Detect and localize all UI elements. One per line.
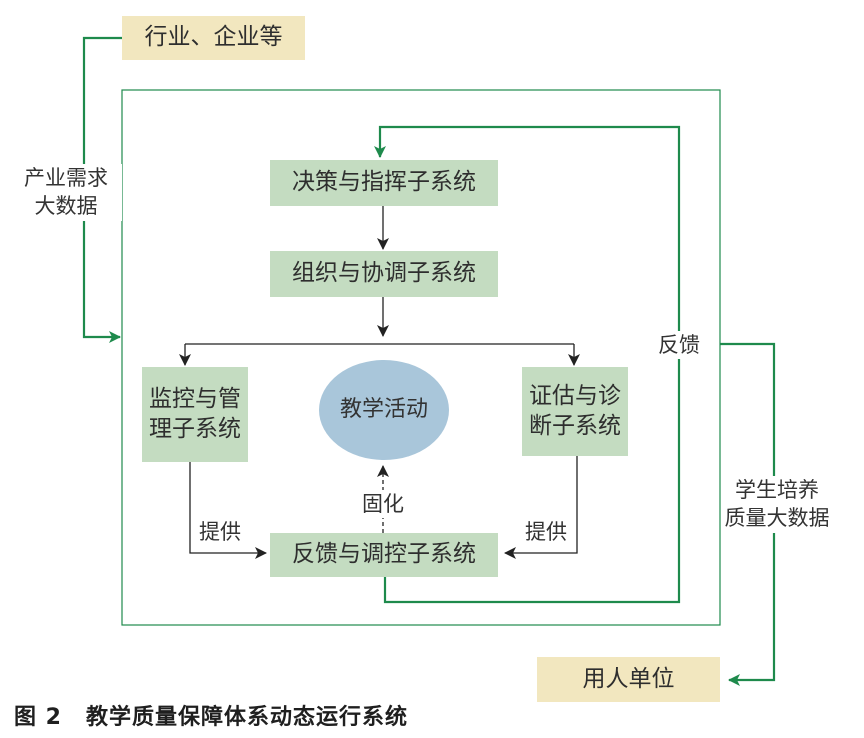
feedback-control-subsystem: 反馈与调控子系统	[270, 533, 498, 577]
teaching-activity-ellipse	[319, 360, 449, 460]
student-data-label: 学生培养 质量大数据	[722, 476, 832, 533]
monitoring-subsystem: 监控与管 理子系统	[142, 367, 248, 462]
industry-data-label-line2: 大数据	[34, 194, 98, 219]
figure-title: 教学质量保障体系动态运行系统	[85, 705, 408, 730]
evaluation-label-line1: 证估与诊	[529, 382, 621, 409]
provide-right-label: 提供	[525, 520, 567, 544]
feedback-label: 反馈	[650, 331, 708, 360]
evaluation-subsystem: 证估与诊 断子系统	[522, 367, 628, 456]
student-data-label-line1: 学生培养	[735, 478, 819, 502]
monitoring-label-line2: 理子系统	[149, 415, 241, 442]
teaching-activity-label: 教学活动	[339, 397, 428, 422]
solidify-label: 固化	[355, 490, 411, 519]
employers-box: 用人单位	[537, 657, 720, 702]
monitoring-provide-arrow	[189, 462, 267, 559]
organization-subsystem: 组织与协调子系统	[270, 251, 498, 297]
industry-data-label: 产业需求 大数据	[10, 164, 122, 221]
student-data-label-line2: 质量大数据	[724, 506, 830, 531]
evaluation-provide-arrow	[504, 456, 578, 559]
feedback-loop-arrow	[374, 125, 681, 604]
monitoring-label-line1: 监控与管	[149, 385, 241, 412]
decision-subsystem: 决策与指挥子系统	[270, 160, 498, 206]
industry-box: 行业、企业等	[122, 16, 305, 60]
figure-caption: 图 2 教学质量保障体系动态运行系统	[14, 699, 408, 731]
provide-left-label: 提供	[199, 520, 241, 544]
industry-data-label-line1: 产业需求	[24, 166, 108, 190]
evaluation-label-line2: 断子系统	[529, 412, 621, 439]
figure-number: 图 2	[14, 705, 62, 730]
system-boundary	[121, 89, 721, 626]
